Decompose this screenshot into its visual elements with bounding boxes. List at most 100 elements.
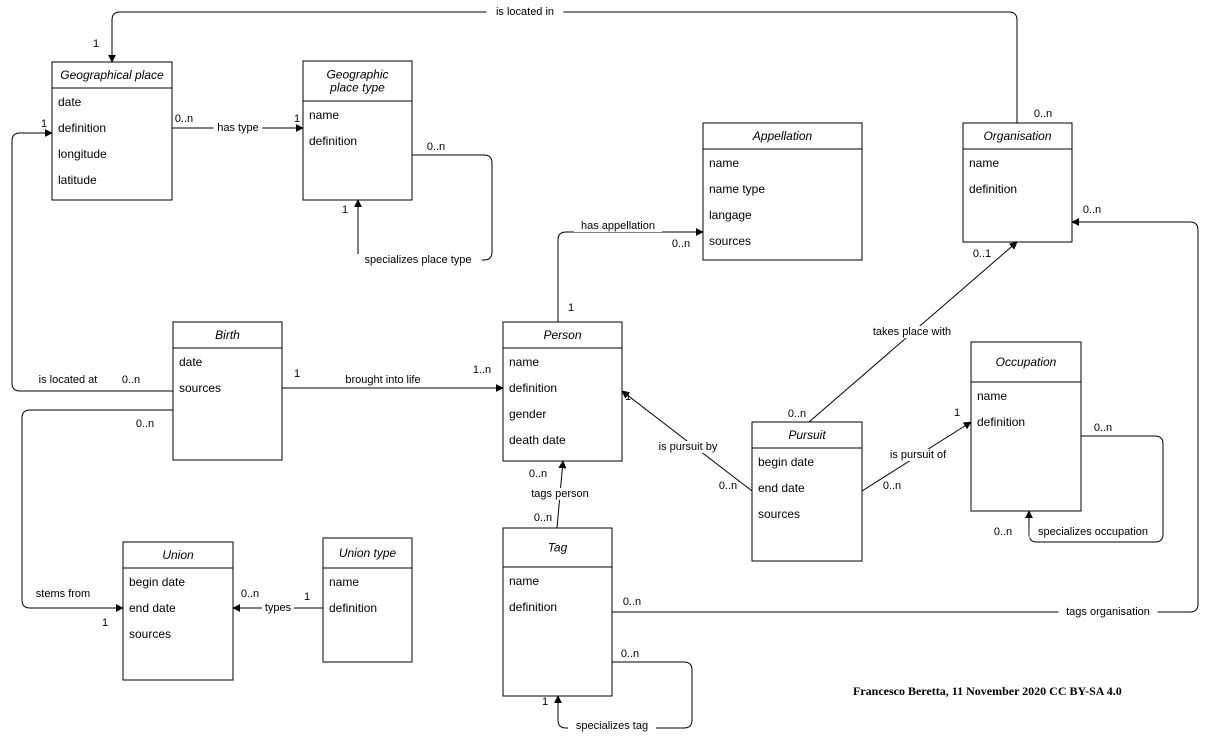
entity-attribute: sources (179, 381, 221, 395)
entity-attribute: longitude (58, 147, 107, 161)
multiplicity-from: 0..n (621, 648, 639, 660)
entity-attribute: definition (509, 600, 557, 614)
multiplicity-to: 1 (625, 391, 631, 403)
entity-attribute: name (709, 156, 739, 170)
entity-title: Pursuit (788, 428, 826, 442)
entity-box (502, 527, 613, 697)
multiplicity-to: 0..n (994, 526, 1012, 538)
multiplicity-to: 0..n (534, 512, 552, 524)
label-background (879, 449, 957, 461)
relation-tags-organisation (612, 218, 1199, 613)
entity-title: Occupation (996, 355, 1057, 369)
entity-attribute: date (58, 95, 82, 109)
entity-box (302, 60, 413, 201)
entity-attribute: definition (509, 381, 557, 395)
entity-title: Birth (215, 328, 240, 342)
label-background (1029, 526, 1157, 538)
label-background (649, 441, 727, 453)
multiplicity-from: 0..n (883, 480, 901, 492)
entity-box (172, 321, 283, 461)
entity-attribute: name (969, 156, 999, 170)
entity-birth: Birth date sources (172, 321, 283, 461)
entity-attribute: definition (58, 121, 106, 135)
relation-line (108, 11, 1018, 123)
relation-stems-from (21, 409, 173, 612)
relation-line (554, 661, 693, 729)
multiplicity-from: 1 (304, 591, 310, 603)
multiplicity-to: 1 (294, 113, 300, 125)
entity-box (751, 421, 863, 562)
entity-attribute: langage (709, 208, 752, 222)
relation-label: specializes place type (364, 254, 471, 266)
relation-label: takes place with (873, 326, 951, 338)
label-background (354, 254, 482, 266)
relation-labels-is-pursuit-by: is pursuit by 0..n 1 (625, 391, 737, 492)
multiplicity-from: 1 (294, 368, 300, 380)
relation-label: specializes occupation (1038, 526, 1148, 538)
label-background (527, 488, 593, 500)
entity-attribute: date (179, 355, 203, 369)
entity-box (322, 537, 413, 663)
entity-attribute: name type (709, 182, 765, 196)
multiplicity-to: 1..n (473, 364, 491, 376)
relation-label: is located in (496, 6, 554, 18)
entity-attribute: end date (129, 601, 176, 615)
multiplicity-from: 0..n (719, 480, 737, 492)
relation-has-appellation (557, 228, 704, 322)
relation-label: is located at (39, 374, 98, 386)
relation-is-located-in (108, 11, 1018, 123)
entity-attribute: sources (758, 507, 800, 521)
multiplicity-to: 1 (954, 407, 960, 419)
relation-labels-specializes-tag: specializes tag 0..n 1 (542, 648, 656, 732)
entity-title: Geographic (326, 68, 388, 82)
label-background (33, 588, 93, 600)
entity-geographical-place: Geographical place date definition longitud… (51, 61, 173, 201)
entity-attribute: name (509, 355, 539, 369)
entity-attribute: end date (758, 481, 805, 495)
entity-attribute: latitude (58, 173, 97, 187)
multiplicity-to: 1 (542, 696, 548, 708)
entity-title: Geographical place (60, 68, 164, 82)
label-background (568, 720, 656, 732)
relation-label: types (265, 602, 292, 614)
relation-label: is pursuit by (659, 441, 718, 453)
multiplicity-from: 0..n (122, 374, 140, 386)
relation-line (21, 409, 173, 612)
entity-attribute: begin date (758, 455, 814, 469)
label-background (486, 6, 564, 18)
entity-title: Union (162, 548, 194, 562)
entity-attribute: gender (509, 407, 546, 421)
label-background (29, 374, 107, 386)
entity-box (702, 122, 863, 261)
entity-pursuit: Pursuit begin date end date sources (751, 421, 863, 562)
entities-layer: Geographical place date definition longitud… (51, 60, 1082, 697)
label-background (865, 326, 959, 338)
relation-line (11, 129, 173, 392)
relation-line (612, 218, 1199, 613)
label-background (333, 374, 433, 386)
relation-label: has appellation (581, 220, 655, 232)
credit-text: Francesco Beretta, 11 November 2020 CC B… (853, 684, 1122, 698)
label-background (1058, 606, 1158, 618)
multiplicity-from: 0..n (529, 468, 547, 480)
entity-box (51, 61, 173, 201)
entity-attribute: definition (309, 134, 357, 148)
relation-label: specializes tag (576, 720, 648, 732)
multiplicity-from: 0..n (623, 596, 641, 608)
relation-line (1025, 435, 1164, 543)
multiplicity-from: 0..n (788, 408, 806, 420)
relation-label: stems from (36, 588, 90, 600)
relation-label: tags organisation (1066, 606, 1150, 618)
multiplicity-to: 1 (93, 38, 99, 50)
multiplicity-from: 0..n (136, 418, 154, 430)
